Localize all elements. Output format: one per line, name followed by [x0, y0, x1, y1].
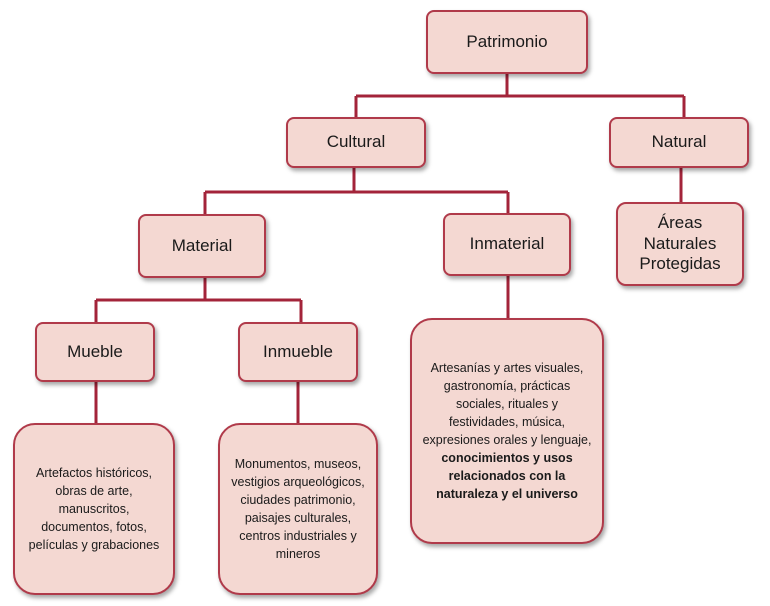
- node-mueble: Mueble: [35, 322, 155, 382]
- node-patrimonio: Patrimonio: [426, 10, 588, 74]
- desc-inmaterial-text: Artesanías y artes visuales, gastronomía…: [420, 359, 594, 503]
- desc-mueble: Artefactos históricos, obras de arte, ma…: [13, 423, 175, 595]
- node-mueble-label: Mueble: [67, 341, 123, 361]
- node-natural-label: Natural: [651, 132, 707, 152]
- node-areas-naturales-protegidas: Áreas Naturales Protegidas: [616, 202, 744, 286]
- desc-inmaterial-bold: conocimientos y usos relacionados con la…: [436, 451, 578, 501]
- node-inmueble-label: Inmueble: [263, 341, 333, 361]
- node-patrimonio-label: Patrimonio: [466, 31, 548, 51]
- node-cultural-label: Cultural: [326, 132, 386, 152]
- node-material-label: Material: [171, 235, 233, 255]
- node-areas-label: Áreas Naturales Protegidas: [639, 213, 721, 274]
- node-inmaterial: Inmaterial: [443, 213, 571, 276]
- node-cultural: Cultural: [286, 117, 426, 168]
- desc-inmueble: Monumentos, museos, vestigios arqueológi…: [218, 423, 378, 595]
- desc-inmueble-text: Monumentos, museos, vestigios arqueológi…: [231, 457, 365, 561]
- node-inmaterial-label: Inmaterial: [469, 234, 545, 254]
- node-inmueble: Inmueble: [238, 322, 358, 382]
- node-material: Material: [138, 214, 266, 278]
- node-natural: Natural: [609, 117, 749, 168]
- desc-mueble-text: Artefactos históricos, obras de arte, ma…: [28, 466, 160, 552]
- desc-inmaterial: Artesanías y artes visuales, gastronomía…: [410, 318, 604, 544]
- desc-inmaterial-plain: Artesanías y artes visuales, gastronomía…: [422, 361, 592, 447]
